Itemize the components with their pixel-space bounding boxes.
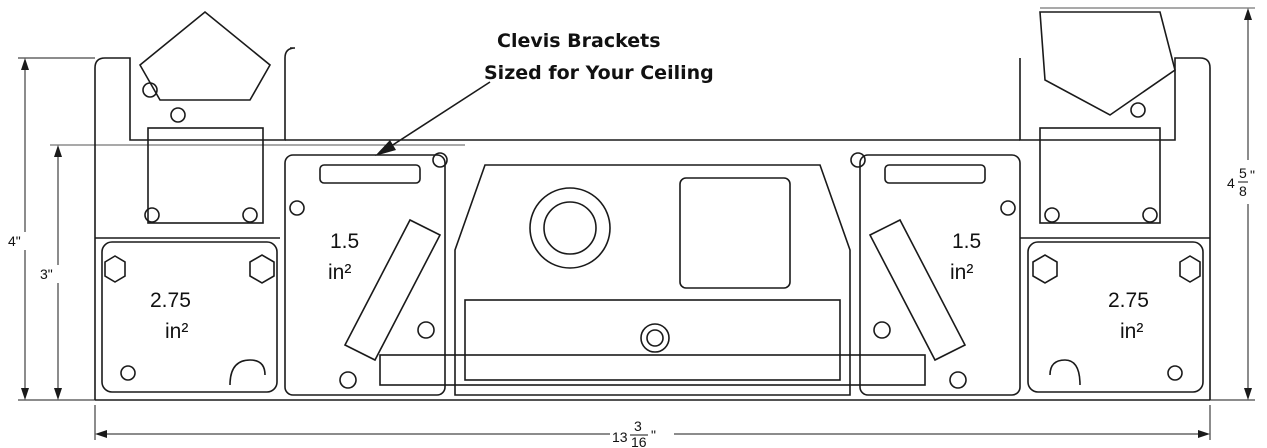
screw: [170, 107, 186, 123]
screw: [417, 321, 435, 339]
center-fitting: [640, 323, 670, 353]
callout-line-2: Sized for Your Ceiling: [484, 62, 714, 84]
leader-line: [384, 81, 491, 151]
left-tilt-fixture: [138, 10, 272, 101]
right-inner-area-value: 1.5: [952, 230, 981, 253]
screw: [432, 152, 448, 168]
dim-label-width-den: 16: [631, 434, 647, 448]
dim-label-width-whole: 13: [612, 429, 628, 445]
dim-label-bg: [6, 232, 28, 250]
screw: [949, 371, 967, 389]
left-terminal-block: [147, 127, 264, 224]
dim-label-3: 3": [40, 266, 53, 282]
left-outer-area-unit: in²: [165, 320, 188, 343]
housing-outline: [94, 10, 1211, 401]
dim-label-height-right-whole: 4: [1227, 175, 1235, 191]
hook-right: [1049, 359, 1081, 386]
screw: [1000, 200, 1016, 216]
screw: [873, 321, 891, 339]
left-outer-wall: [94, 47, 296, 400]
right-outer-chamber: [1027, 241, 1204, 393]
dim-label-width-num: 3: [634, 418, 642, 434]
dim-label-bg: [610, 420, 674, 448]
screw: [120, 365, 136, 381]
left-inner-area-value: 1.5: [330, 230, 359, 253]
cylinder-left: [529, 187, 611, 269]
cylinder-right: [679, 177, 791, 289]
left-inner-chamber: [284, 154, 446, 396]
right-outer-area-unit: in²: [1120, 320, 1143, 343]
right-outer-wall: [1019, 57, 1211, 400]
dim-label-height-right-den: 8: [1239, 183, 1247, 199]
right-terminal-block: [1039, 127, 1161, 224]
center-housing: [454, 164, 851, 396]
right-outer-area-value: 2.75: [1108, 289, 1149, 312]
callout-line-1: Clevis Brackets: [497, 30, 661, 52]
hex-nut: [1179, 255, 1201, 283]
screw: [142, 82, 158, 98]
dim-label-height-right-suffix: ": [1250, 167, 1255, 183]
right-inner-chamber: [859, 154, 1021, 396]
screw: [1044, 207, 1060, 223]
leader-arrowhead: [375, 140, 396, 156]
dim-label-4: 4": [8, 233, 21, 249]
clevis-slot-left: [319, 164, 421, 184]
hook-left: [229, 359, 266, 386]
left-outer-chamber: [101, 241, 278, 393]
left-angled-driver: [343, 218, 442, 362]
right-tilt-fixture: [1039, 11, 1176, 116]
screw: [850, 152, 866, 168]
callout-leader: [375, 81, 491, 156]
screw: [1142, 207, 1158, 223]
cylinder-left-inner: [543, 201, 597, 255]
center-fitting-inner: [646, 329, 664, 347]
hex-nut: [249, 254, 275, 284]
screw: [289, 200, 305, 216]
screw: [242, 207, 258, 223]
clevis-slot-right: [884, 164, 986, 184]
center-lower-box: [464, 299, 841, 381]
dim-label-height-right-num: 5: [1239, 165, 1247, 181]
hex-nut: [104, 255, 126, 283]
dim-label-width-suffix: ": [651, 427, 656, 443]
screw: [1130, 102, 1146, 118]
left-outer-area-value: 2.75: [150, 289, 191, 312]
lens-rail: [379, 354, 926, 386]
right-inner-area-unit: in²: [950, 261, 973, 284]
screw: [1167, 365, 1183, 381]
left-inner-area-unit: in²: [328, 261, 351, 284]
right-angled-driver: [868, 218, 967, 362]
screw: [339, 371, 357, 389]
hex-nut: [1032, 254, 1058, 284]
screw: [144, 207, 160, 223]
dim-label-bg: [38, 265, 60, 283]
